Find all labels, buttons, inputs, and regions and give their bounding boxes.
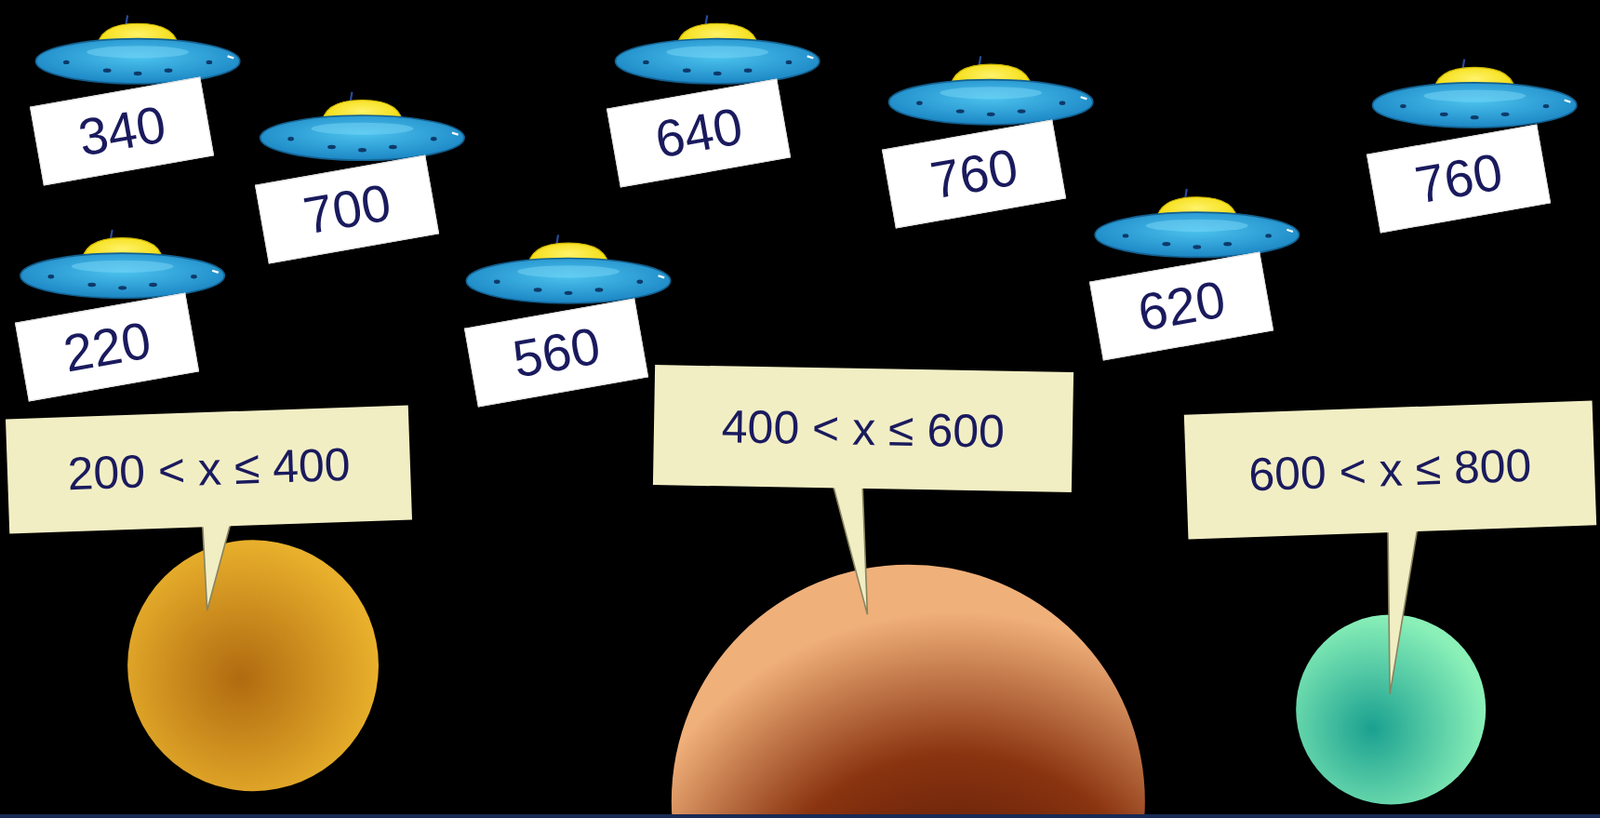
number-card: 220: [14, 293, 200, 402]
ufo: [20, 229, 225, 298]
number-label: 220: [59, 309, 156, 385]
callout-pointer: [201, 515, 233, 611]
ufo: [1372, 59, 1576, 128]
number-card: 700: [254, 155, 440, 265]
number-card: 620: [1089, 252, 1274, 361]
callout-pointer: [831, 480, 867, 615]
planet: [671, 564, 1146, 818]
ufo: [888, 55, 1093, 124]
number-card: 760: [881, 119, 1067, 228]
ufo: [614, 14, 819, 83]
range-callout: 200 < x ≤ 400: [5, 405, 413, 534]
number-label: 700: [298, 172, 395, 247]
planet: [127, 539, 379, 791]
callout-pointer: [1387, 522, 1419, 694]
ufo: [35, 14, 240, 83]
range-label: 400 < x ≤ 600: [720, 399, 1005, 458]
number-label: 340: [74, 93, 171, 168]
number-card: 340: [29, 76, 214, 186]
bottom-bar: [0, 813, 1600, 818]
number-label: 760: [926, 135, 1023, 211]
range-callout: 400 < x ≤ 600: [653, 364, 1074, 493]
number-card: 760: [1366, 124, 1551, 234]
ufo: [260, 92, 465, 160]
number-label: 640: [651, 94, 747, 170]
range-callout: 600 < x ≤ 800: [1184, 400, 1597, 539]
range-label: 200 < x ≤ 400: [66, 437, 352, 502]
number-card: 560: [464, 297, 649, 407]
number-label: 760: [1411, 141, 1507, 216]
ufo: [1094, 188, 1299, 257]
ufo: [466, 234, 670, 303]
number-label: 620: [1133, 268, 1230, 344]
number-label: 560: [507, 314, 604, 389]
range-label: 600 < x ≤ 800: [1248, 437, 1534, 502]
number-card: 640: [606, 78, 791, 187]
